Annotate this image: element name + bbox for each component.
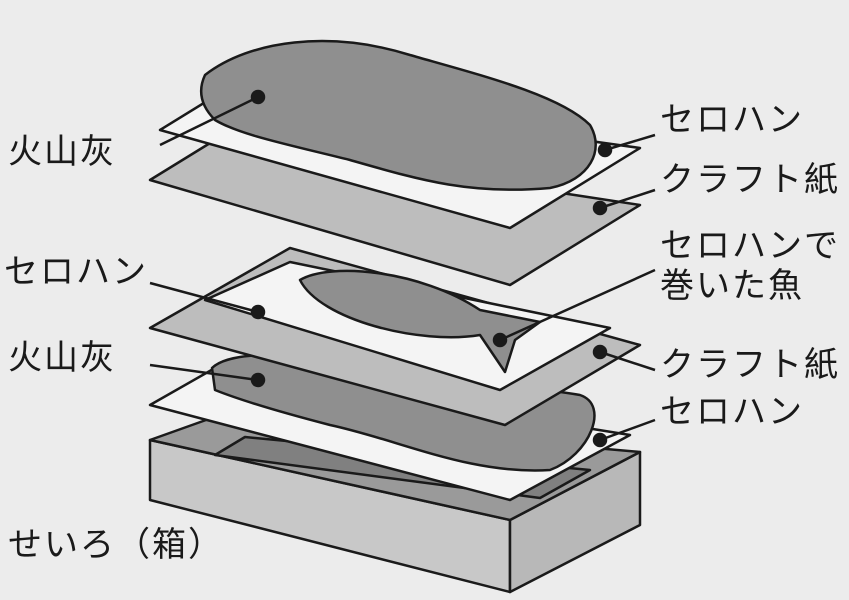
fish [298,269,542,374]
label-ash-top: 火山灰 [8,132,116,172]
label-box: せいろ（箱） [8,525,224,565]
label-kraft-mid: クラフト紙 [660,345,840,385]
label-fish-line2: 巻いた魚 [660,266,804,306]
label-kraft-top: クラフト紙 [660,160,840,200]
label-ash-bottom: 火山灰 [8,338,116,378]
ash-top [199,39,597,191]
label-cellophane-mid-left: セロハン [4,252,148,292]
label-cellophane-bottom: セロハン [660,392,804,432]
leader-lines [149,89,656,448]
kraft-top [148,138,642,287]
label-cellophane-top: セロハン [660,100,804,140]
label-fish-line1: セロハンで [660,226,840,266]
